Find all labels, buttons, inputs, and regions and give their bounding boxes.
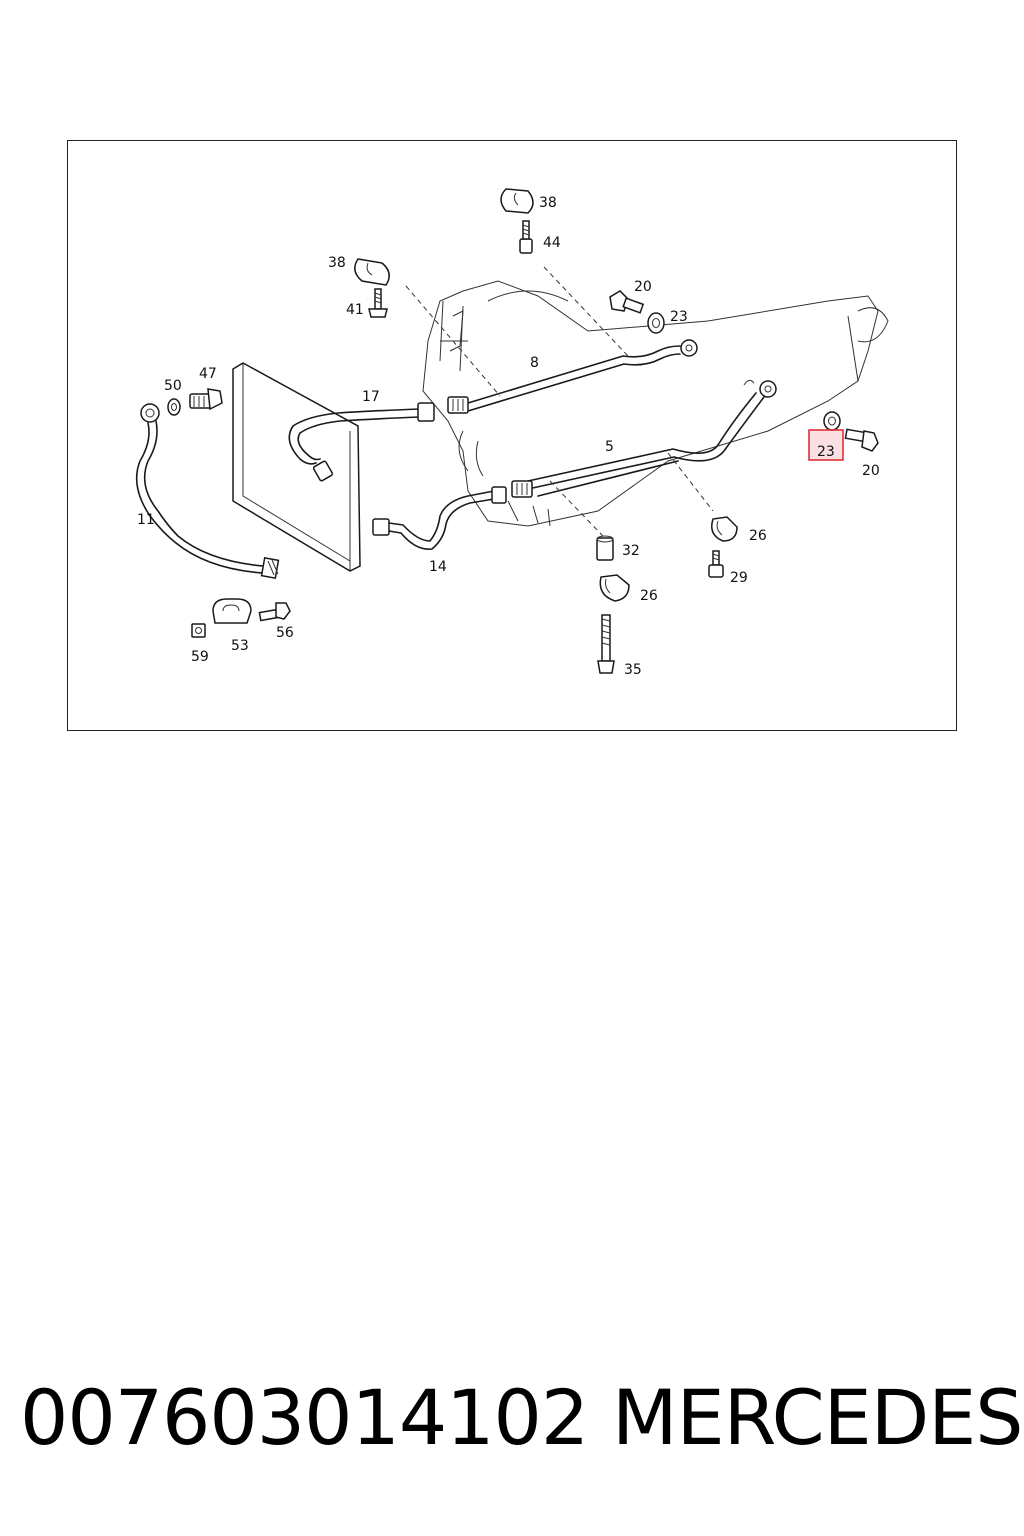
bolt-29 (708, 550, 724, 578)
callout-labels: 38 44 38 41 20 23 8 50 47 17 5 23 20 11 … (137, 195, 880, 678)
callout-23a: 23 (670, 309, 688, 325)
parts-diagram-frame: 38 44 38 41 20 23 8 50 47 17 5 23 20 11 … (67, 140, 957, 731)
bolt-44 (519, 220, 533, 254)
callout-56: 56 (276, 625, 294, 641)
leader-lines (405, 266, 714, 537)
callout-20a: 20 (634, 279, 652, 295)
callout-29: 29 (730, 570, 748, 586)
nut-59 (191, 623, 206, 638)
parts-diagram: 38 44 38 41 20 23 8 50 47 17 5 23 20 11 … (135, 188, 889, 678)
bolt-56 (258, 602, 291, 622)
clamp-53 (212, 598, 252, 624)
callout-20b: 20 (862, 463, 880, 479)
clip-38-left (354, 258, 390, 286)
callout-17: 17 (362, 389, 380, 405)
brand-name: MERCEDES (612, 1373, 1023, 1462)
clip-26-lower (599, 574, 630, 602)
callout-26b: 26 (640, 588, 658, 604)
callout-32: 32 (622, 543, 640, 559)
callout-47: 47 (199, 366, 217, 382)
spacer-32 (596, 535, 614, 561)
pipe-5 (511, 379, 777, 498)
callout-59: 59 (191, 649, 209, 665)
clip-26-right (711, 516, 738, 542)
callout-44: 44 (543, 235, 561, 251)
transmission-housing-outline (422, 280, 889, 527)
callout-53: 53 (231, 638, 249, 654)
callout-11: 11 (137, 512, 155, 528)
washer-23-top (647, 312, 665, 334)
callout-38b: 38 (328, 255, 346, 271)
callout-41: 41 (346, 302, 364, 318)
callout-14: 14 (429, 559, 447, 575)
callout-26a: 26 (749, 528, 767, 544)
washer-23-right (823, 411, 841, 431)
bolt-41 (368, 288, 388, 318)
callout-23b-highlighted: 23 (817, 444, 835, 460)
bolt-20-right (844, 428, 879, 452)
pipe-14 (372, 486, 507, 550)
bolt-20-top (609, 290, 645, 314)
clip-38-top (500, 188, 534, 214)
pipe-17 (288, 402, 435, 482)
callout-8: 8 (530, 355, 539, 371)
bolt-35 (597, 614, 615, 674)
highlight-box-23 (808, 429, 844, 461)
callout-35: 35 (624, 662, 642, 678)
callout-50: 50 (164, 378, 182, 394)
oil-cooler (232, 362, 361, 572)
washer-50-bolt-47 (167, 388, 223, 416)
part-number: 007603014102 (20, 1373, 589, 1462)
callout-38a: 38 (539, 195, 557, 211)
hose-11 (135, 403, 280, 579)
callout-5: 5 (605, 439, 614, 455)
pipe-8 (447, 339, 698, 414)
